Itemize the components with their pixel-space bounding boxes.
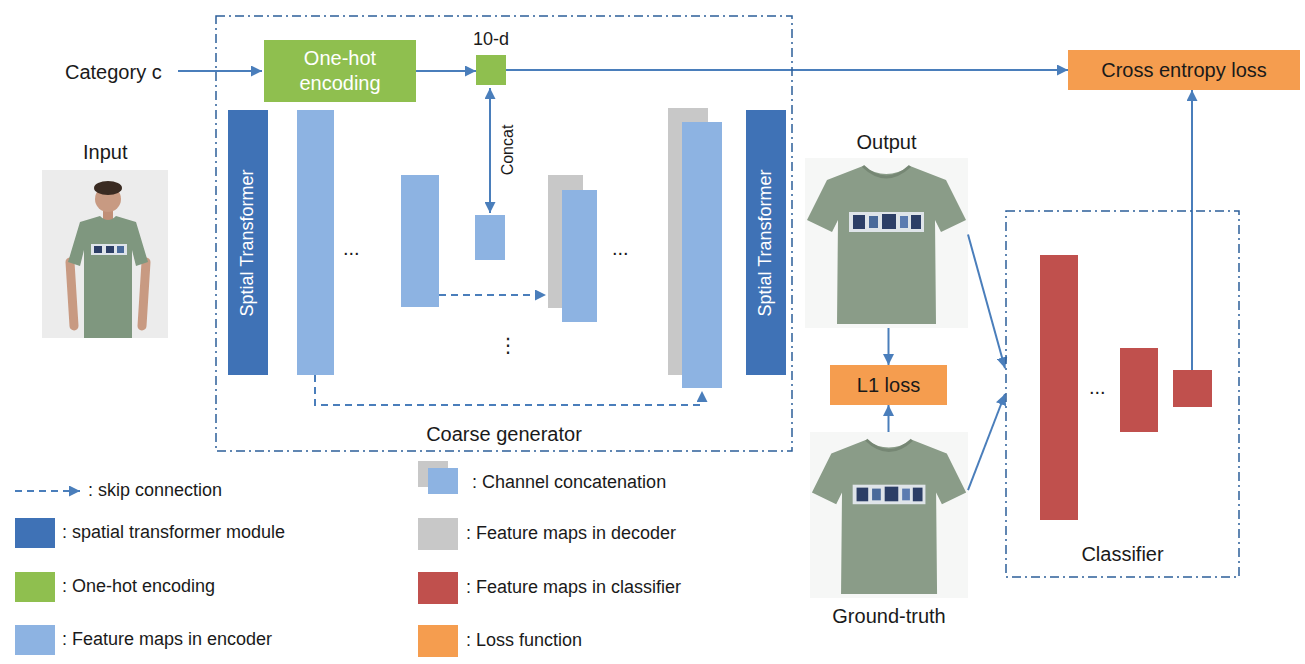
encoder-map [562,190,597,322]
hair [94,181,122,195]
connector-arrow [968,394,1005,490]
node-label: L1 loss [857,373,920,398]
node-heading: Ground-truth [832,604,945,628]
encoder-map [401,175,439,307]
generator-frame: Coarse generator One-hot encoding 10-dSpti… [215,15,793,452]
image-ground [805,158,968,328]
transformer-bar: Sptial Transformer [228,110,268,375]
connector-arrow [1191,90,1193,210]
legend-concat-sample [428,468,458,494]
ellipsis: ... [1089,375,1106,399]
encoder-map [297,110,334,375]
shirt [68,216,148,338]
shirt-print [106,246,114,253]
output-shirt [807,166,966,324]
operation-label: Concat [498,125,517,176]
legend-skip-sample [15,490,80,492]
frame-outline [1006,211,1239,577]
legend-text: : spatial transformer module [62,522,285,544]
shirt-print [91,244,127,255]
concat-arrow [489,88,491,213]
input-label: Category c [65,60,162,84]
skip-connection [439,294,546,296]
ellipsis: ... [343,236,360,260]
legend-swatch [418,518,458,550]
encoder-map [475,215,505,260]
classifier-output-line [1191,210,1193,370]
classifier-map [1040,255,1078,520]
skip-connection [315,375,702,405]
node-label: One-hot encoding [270,46,410,96]
classifier-map [1120,348,1158,432]
image-ground [810,432,968,598]
classifier-map [1173,370,1212,407]
legend-text: : Feature maps in classifier [466,577,681,599]
node-label: Sptial Transformer [237,169,259,316]
encoding-box: One-hot encoding [264,40,416,102]
legend-swatch [15,518,55,548]
node-label: Sptial Transformer [755,169,777,316]
loss-box: L1 loss [830,365,947,405]
truth-shirt [812,440,966,594]
legend-swatch [418,625,458,657]
shirt-print [117,246,124,253]
output-image: Output [805,158,968,328]
image-title: Input [83,140,127,164]
transformer-bar: Sptial Transformer [746,110,786,375]
legend-swatch [15,625,55,655]
photo-ground [42,170,168,338]
category-arrow [178,70,262,72]
encoder-map [682,122,722,388]
arm [70,262,74,326]
classifier-frame: Classifier [1005,210,1240,578]
shirt-print [94,246,102,253]
legend-swatch [418,572,458,604]
truth-image: Ground-truth [810,432,968,598]
group-title: Coarse generator [215,422,793,446]
node-label: Cross entropy loss [1101,58,1267,83]
input-photo [42,170,168,338]
vector-square: 10-d [476,55,506,85]
frame-outline [216,16,792,451]
legend-text: : Loss function [466,630,582,652]
legend-text: : Channel concatenation [472,472,666,494]
dashed-frame [1005,210,1240,578]
node-heading: Output [856,130,916,154]
legend-text: : One-hot encoding [62,576,215,598]
connector-arrow [506,69,1068,71]
connector-arrow [968,235,1005,369]
connector-arrow [888,328,890,365]
ellipsis: ⋮ [498,333,518,357]
connector-arrow [416,70,476,72]
group-title: Classifier [1005,542,1240,566]
loss-box: Cross entropy loss [1068,50,1300,90]
legend-text: : Feature maps in encoder [62,629,272,651]
legend-text: : skip connection [88,480,222,502]
legend-text: : Feature maps in decoder [466,523,676,545]
node-heading: 10-d [473,29,509,51]
ellipsis: ... [612,236,629,260]
legend-swatch [15,572,55,602]
arm [142,262,146,326]
connector-arrow [888,405,890,432]
